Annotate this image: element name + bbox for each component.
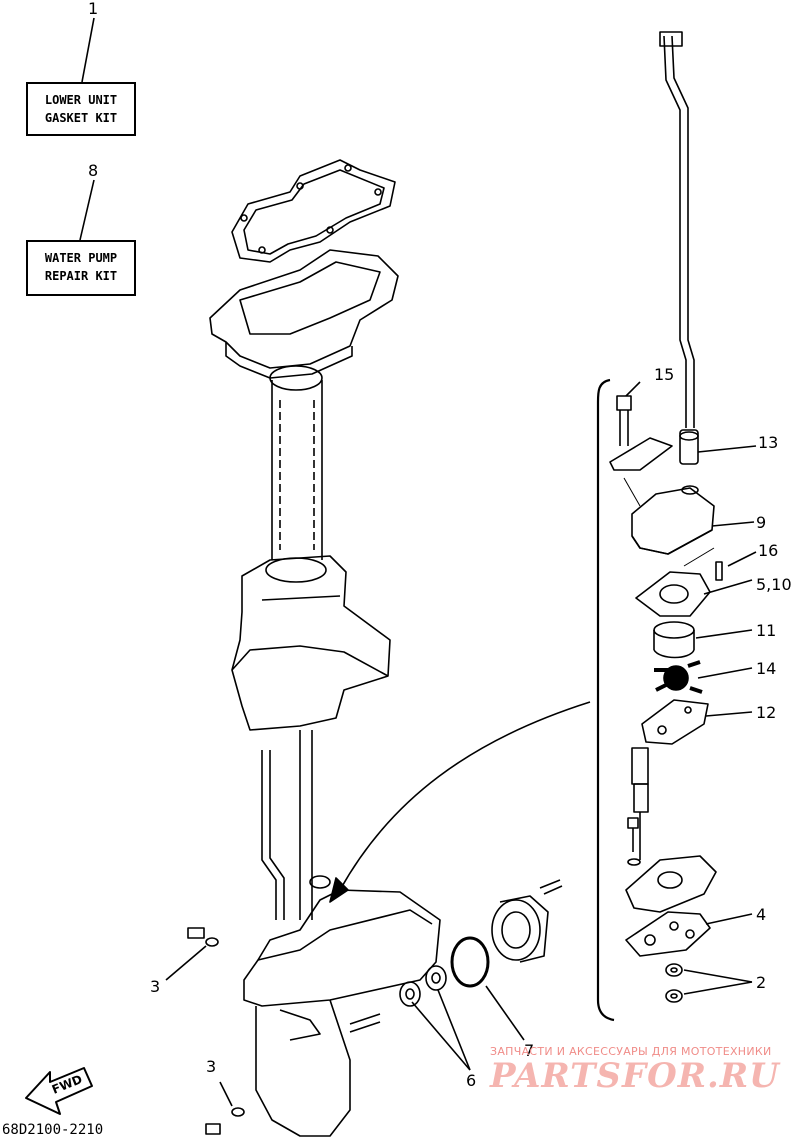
housing-bolt	[539, 879, 563, 895]
fwd-arrow	[25, 1067, 93, 1115]
pump-base	[625, 855, 717, 913]
lower-unit-gasket-kit-box: LOWER UNIT GASKET KIT	[26, 82, 136, 136]
gasket-kit-line2: GASKET KIT	[44, 111, 118, 125]
drive-shaft-housing	[231, 380, 391, 731]
watermark-tagline: ЗАПЧАСТИ И АКСЕССУАРЫ ДЛЯ МОТОТЕХНИКИ	[490, 1045, 772, 1058]
insert-cartridge	[653, 621, 695, 659]
callout-4: 4	[756, 905, 766, 924]
watermark-logo: PARTSFOR.RU	[490, 1056, 780, 1096]
callout-15: 15	[654, 365, 674, 384]
gasket-kit-line1: LOWER UNIT	[44, 93, 118, 107]
leader-line-8	[79, 179, 95, 241]
base-gasket	[625, 911, 711, 957]
prop-shaft-housing	[491, 895, 549, 963]
assembly-arrow	[339, 701, 591, 891]
callout-13: 13	[758, 433, 778, 452]
callout-6: 6	[466, 1071, 476, 1090]
pump-housing	[631, 485, 715, 555]
impeller	[654, 660, 703, 694]
upper-mount-plate	[209, 249, 399, 391]
prop-shaft-washers	[399, 965, 447, 1007]
callout-12: 12	[756, 703, 776, 722]
o-ring	[450, 936, 490, 988]
leader-line-1	[81, 17, 95, 83]
small-bolt	[627, 817, 639, 852]
grommet	[679, 429, 699, 465]
shift-rod	[261, 750, 285, 920]
callout-3-lower: 3	[206, 1057, 216, 1076]
callout-7: 7	[524, 1041, 534, 1060]
callout-2: 2	[756, 973, 766, 992]
water-tube	[659, 31, 695, 428]
upper-gasket	[231, 159, 396, 263]
callout-5-10: 5,10	[756, 575, 792, 594]
pump-plate-small	[609, 437, 673, 471]
water-pump-kit-line2: REPAIR KIT	[44, 269, 118, 283]
dowel-pin	[715, 561, 723, 581]
pump-gasket	[635, 571, 711, 617]
water-pump-drive-shaft	[631, 747, 649, 860]
bolt	[616, 395, 632, 446]
screw-upper	[187, 927, 219, 947]
callout-11: 11	[756, 621, 776, 640]
water-pump-repair-kit-box: WATER PUMP REPAIR KIT	[26, 240, 136, 296]
oil-seals	[665, 963, 683, 1003]
water-pump-group-bracket	[596, 378, 615, 1022]
diagram-code: 68D2100-2210	[2, 1122, 104, 1138]
callout-8: 8	[88, 161, 98, 180]
water-pump-kit-line1: WATER PUMP	[44, 251, 118, 265]
screw-lower	[205, 1107, 245, 1135]
callout-3-upper: 3	[150, 977, 160, 996]
callout-1: 1	[88, 0, 98, 18]
callout-9: 9	[756, 513, 766, 532]
callout-14: 14	[756, 659, 776, 678]
callout-16: 16	[758, 541, 778, 560]
lower-unit-casing	[243, 875, 441, 1137]
outer-plate	[641, 699, 709, 745]
